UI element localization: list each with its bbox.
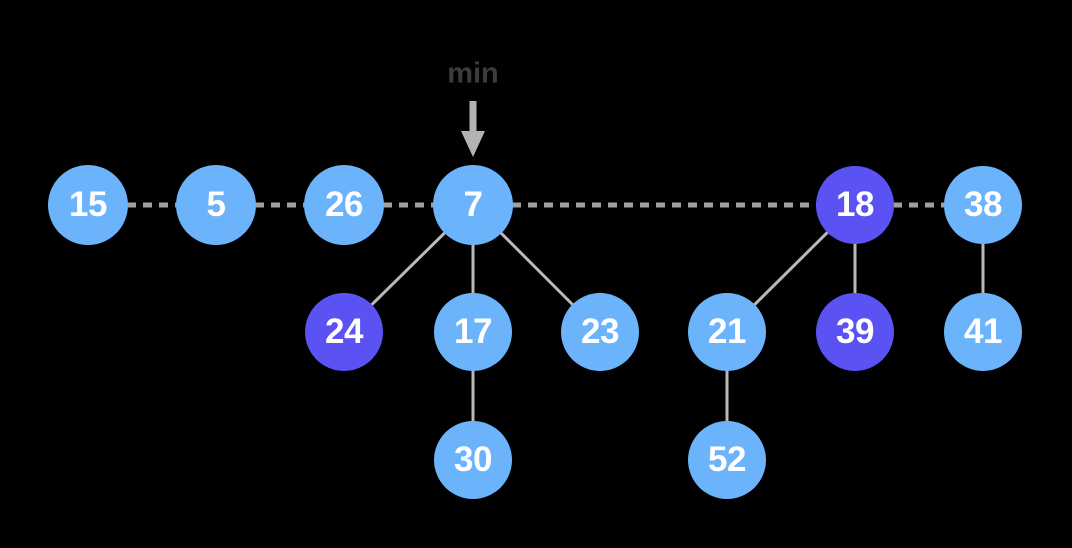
node-label: 23 (581, 311, 619, 351)
edge-7-24 (367, 229, 449, 309)
node-5[interactable]: 5 (176, 165, 256, 245)
node-39[interactable]: 39 (816, 293, 894, 371)
node-38[interactable]: 38 (944, 166, 1022, 244)
node-label: 41 (964, 311, 1002, 351)
node-label: 52 (708, 439, 746, 479)
edge-7-23 (497, 229, 577, 309)
node-label: 26 (325, 184, 363, 224)
arrow-head (461, 131, 485, 157)
node-label: 39 (836, 311, 874, 351)
node-24[interactable]: 24 (305, 293, 383, 371)
node-52[interactable]: 52 (688, 421, 766, 499)
node-15[interactable]: 15 (48, 165, 128, 245)
node-23[interactable]: 23 (561, 293, 639, 371)
node-label: 18 (836, 184, 874, 224)
node-label: 15 (69, 184, 107, 224)
node-7[interactable]: 7 (433, 165, 513, 245)
node-label: 21 (708, 311, 746, 351)
node-label: 30 (454, 439, 492, 479)
node-18[interactable]: 18 (816, 166, 894, 244)
node-label: 38 (964, 184, 1002, 224)
node-26[interactable]: 26 (304, 165, 384, 245)
node-label: 7 (463, 184, 483, 224)
edge-18-21 (750, 228, 832, 309)
node-21[interactable]: 21 (688, 293, 766, 371)
node-30[interactable]: 30 (434, 421, 512, 499)
node-41[interactable]: 41 (944, 293, 1022, 371)
annotation-arrows (461, 101, 485, 157)
node-label: 24 (325, 311, 363, 351)
node-17[interactable]: 17 (434, 293, 512, 371)
min-label: min (447, 57, 499, 90)
node-label: 5 (206, 184, 226, 224)
child-edges (367, 228, 985, 425)
arrow-shaft (469, 101, 477, 132)
node-label: 17 (454, 311, 492, 351)
